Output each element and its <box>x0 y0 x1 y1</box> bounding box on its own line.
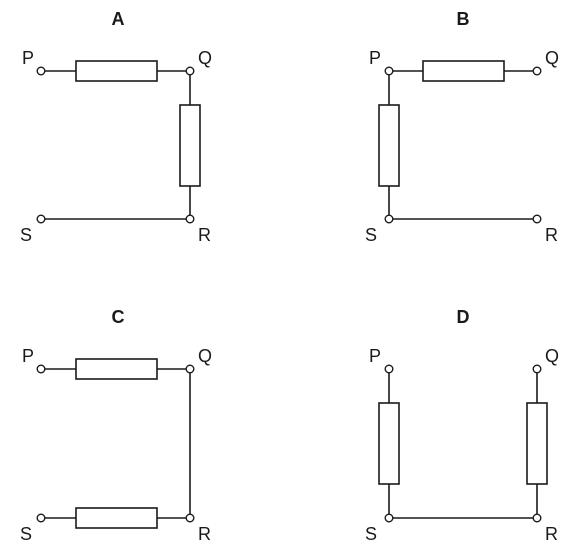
node-label-p: P <box>369 48 381 68</box>
node-label-r: R <box>198 225 211 245</box>
resistor-p-q <box>75 60 158 82</box>
node-label-s: S <box>365 524 377 544</box>
terminal-s <box>36 214 46 224</box>
panel-d: D P Q R S <box>365 307 559 544</box>
terminal-s <box>384 214 394 224</box>
terminal-r <box>185 513 195 523</box>
node-label-r: R <box>545 524 558 544</box>
resistor-s-r <box>75 507 158 529</box>
node-label-s: S <box>365 225 377 245</box>
panel-a: A P Q R S <box>20 9 212 245</box>
resistor-p-s <box>378 402 400 485</box>
terminal-s <box>384 513 394 523</box>
resistor-q-r <box>179 104 201 187</box>
panel-title: B <box>457 9 470 29</box>
node-label-p: P <box>22 48 34 68</box>
terminal-p <box>384 364 394 374</box>
resistor-q-r <box>526 402 548 485</box>
terminal-p <box>36 364 46 374</box>
terminal-q <box>532 364 542 374</box>
terminal-p <box>36 66 46 76</box>
node-label-s: S <box>20 225 32 245</box>
node-label-p: P <box>22 346 34 366</box>
terminal-q <box>532 66 542 76</box>
node-label-s: S <box>20 524 32 544</box>
node-label-q: Q <box>545 48 559 68</box>
panel-title: D <box>457 307 470 327</box>
node-label-p: P <box>369 346 381 366</box>
panel-title: C <box>112 307 125 327</box>
node-label-r: R <box>545 225 558 245</box>
panel-title: A <box>112 9 125 29</box>
node-label-r: R <box>198 524 211 544</box>
terminal-r <box>532 214 542 224</box>
terminal-p <box>384 66 394 76</box>
terminal-q <box>185 364 195 374</box>
node-label-q: Q <box>545 346 559 366</box>
resistor-p-q <box>422 60 505 82</box>
node-label-q: Q <box>198 346 212 366</box>
terminal-r <box>532 513 542 523</box>
terminal-s <box>36 513 46 523</box>
terminal-r <box>185 214 195 224</box>
panel-c: C P Q R S <box>20 307 212 544</box>
node-label-q: Q <box>198 48 212 68</box>
panel-b: B P Q R S <box>365 9 559 245</box>
resistor-p-s <box>378 104 400 187</box>
resistor-p-q <box>75 358 158 380</box>
terminal-q <box>185 66 195 76</box>
